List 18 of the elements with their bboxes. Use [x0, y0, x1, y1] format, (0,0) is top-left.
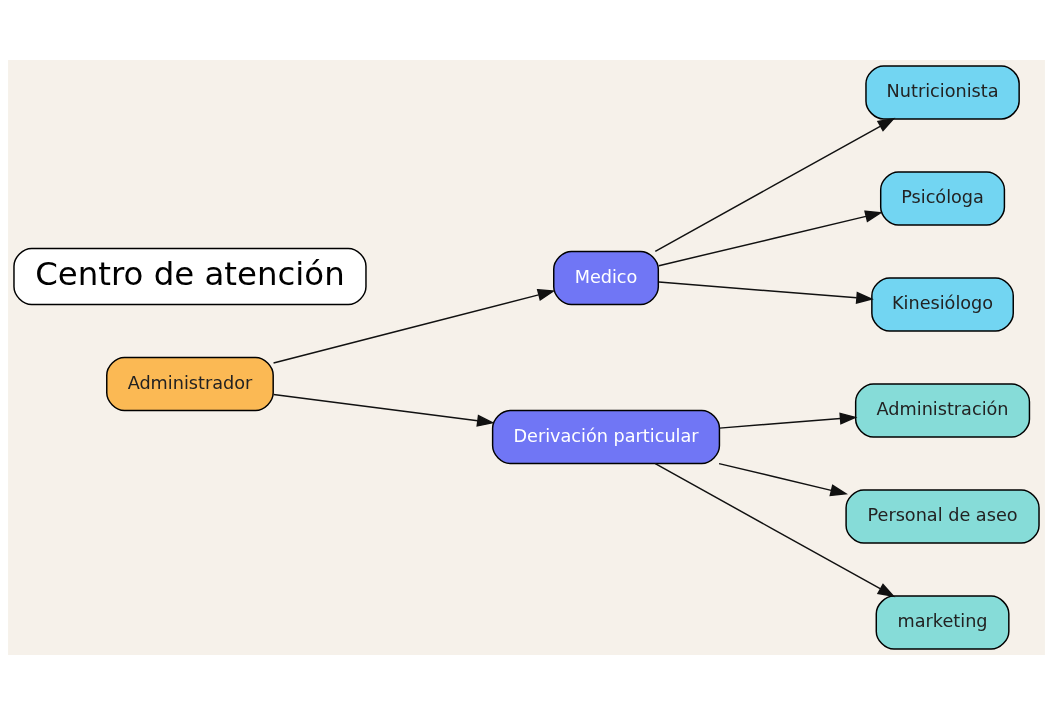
node-box: Personal de aseo	[845, 489, 1040, 544]
node-box: Kinesiólogo	[871, 277, 1014, 332]
node-box: marketing	[875, 595, 1010, 650]
arrow	[658, 210, 883, 267]
arrow	[654, 117, 896, 253]
node-box: Nutricionista	[865, 65, 1020, 120]
arrow	[658, 281, 874, 304]
node-box: Centro de atención	[13, 247, 367, 306]
node-box: Derivación particular	[491, 409, 721, 465]
node-box: Medico	[553, 250, 660, 306]
arrow	[272, 289, 556, 364]
arrow	[272, 393, 495, 427]
node-box: Administrador	[106, 356, 274, 412]
arrow	[718, 412, 858, 429]
arrow	[654, 462, 896, 598]
arrow	[718, 462, 848, 497]
node-box: Psicóloga	[879, 171, 1006, 226]
node-box: Administración	[854, 383, 1031, 438]
